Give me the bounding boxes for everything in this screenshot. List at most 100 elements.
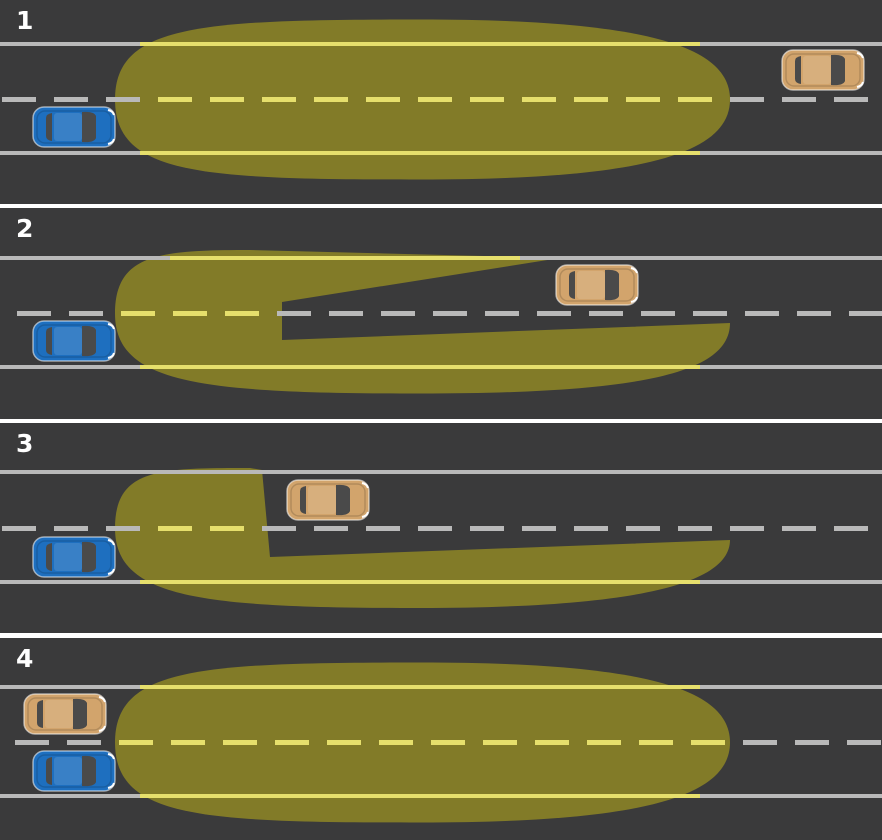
center-dashed-line — [2, 97, 868, 102]
car-outline — [32, 750, 116, 792]
lane-dash — [262, 526, 296, 531]
lane-dash — [54, 526, 88, 531]
scenario-panel-1: 1 — [0, 0, 882, 204]
car-outline — [555, 264, 639, 306]
lane-dash — [210, 97, 244, 102]
lane-dash — [158, 97, 192, 102]
lane-dash — [225, 311, 259, 316]
scenario-panel-3: 3 — [0, 423, 882, 633]
lane-dash — [691, 740, 725, 745]
car-outline — [781, 49, 865, 91]
lane-dash — [678, 526, 712, 531]
car-body — [555, 264, 639, 306]
panel-number: 4 — [16, 644, 33, 673]
lane-dash — [795, 740, 829, 745]
lane-dash — [626, 97, 660, 102]
lane-dash — [537, 311, 571, 316]
lane-dash — [693, 311, 727, 316]
lane-dash — [797, 311, 831, 316]
lane-dash — [470, 526, 504, 531]
lane-dash — [106, 526, 140, 531]
lane-dash — [418, 526, 452, 531]
lane-dash — [626, 526, 660, 531]
headlight-beam — [115, 250, 730, 394]
panel-number: 3 — [16, 429, 33, 458]
lane-dash — [730, 97, 764, 102]
lane-dash — [171, 740, 205, 745]
blue-car-icon — [32, 536, 116, 578]
panel-separator — [0, 633, 882, 638]
lane-dash — [535, 740, 569, 745]
lane-dash — [314, 97, 348, 102]
car-outline — [286, 479, 370, 521]
lane-dash — [678, 97, 712, 102]
lane-dash — [782, 526, 816, 531]
lane-dash — [106, 97, 140, 102]
car-outline — [32, 106, 116, 148]
lane-dash — [2, 526, 36, 531]
lane-dash — [418, 97, 452, 102]
lane-dash — [782, 97, 816, 102]
panel-number: 2 — [16, 214, 33, 243]
lane-dash — [745, 311, 779, 316]
lane-edge-top — [0, 470, 882, 474]
lane-dash — [730, 526, 764, 531]
lane-dash — [158, 526, 192, 531]
headlight-beam — [115, 662, 730, 823]
panel-number: 1 — [16, 6, 33, 35]
lane-dash — [329, 311, 363, 316]
lane-dash — [67, 740, 101, 745]
lane-dash — [849, 311, 882, 316]
lane-dash — [574, 97, 608, 102]
lane-dash — [366, 97, 400, 102]
lane-dash — [743, 740, 777, 745]
lane-dash — [379, 740, 413, 745]
lane-dash — [834, 526, 868, 531]
center-dashed-line — [15, 740, 881, 745]
lane-dash — [277, 311, 311, 316]
tan-car-icon — [23, 693, 107, 735]
lane-edge-top-lit — [140, 685, 700, 689]
center-dashed-line — [17, 311, 882, 316]
panel-separator — [0, 419, 882, 423]
lane-dash — [431, 740, 465, 745]
lane-dash — [314, 526, 348, 531]
lane-edge-bottom-lit — [140, 794, 700, 798]
car-outline — [23, 693, 107, 735]
lane-dash — [834, 97, 868, 102]
car-outline — [32, 320, 116, 362]
blue-car-icon — [32, 106, 116, 148]
lane-dash — [17, 311, 51, 316]
car-body — [32, 536, 116, 578]
lane-dash — [69, 311, 103, 316]
lane-dash — [119, 740, 153, 745]
lane-dash — [485, 311, 519, 316]
car-body — [32, 750, 116, 792]
car-body — [23, 693, 107, 735]
lane-dash — [522, 97, 556, 102]
scenario-panel-4: 4 — [0, 638, 882, 840]
panel-separator — [0, 204, 882, 208]
car-body — [32, 320, 116, 362]
lane-dash — [173, 311, 207, 316]
lane-edge-top-lit — [140, 42, 700, 46]
lane-dash — [522, 526, 556, 531]
lane-dash — [15, 740, 49, 745]
lane-dash — [275, 740, 309, 745]
lane-dash — [381, 311, 415, 316]
headlight-beam — [115, 468, 730, 608]
car-body — [286, 479, 370, 521]
tan-car-icon — [781, 49, 865, 91]
lane-dash — [366, 526, 400, 531]
lane-dash — [639, 740, 673, 745]
car-body — [781, 49, 865, 91]
scenario-panel-2: 2 — [0, 208, 882, 419]
lane-dash — [121, 311, 155, 316]
lane-edge-top-lit — [170, 256, 520, 260]
lane-dash — [327, 740, 361, 745]
blue-car-icon — [32, 320, 116, 362]
lane-dash — [433, 311, 467, 316]
lane-dash — [262, 97, 296, 102]
tan-car-icon — [286, 479, 370, 521]
